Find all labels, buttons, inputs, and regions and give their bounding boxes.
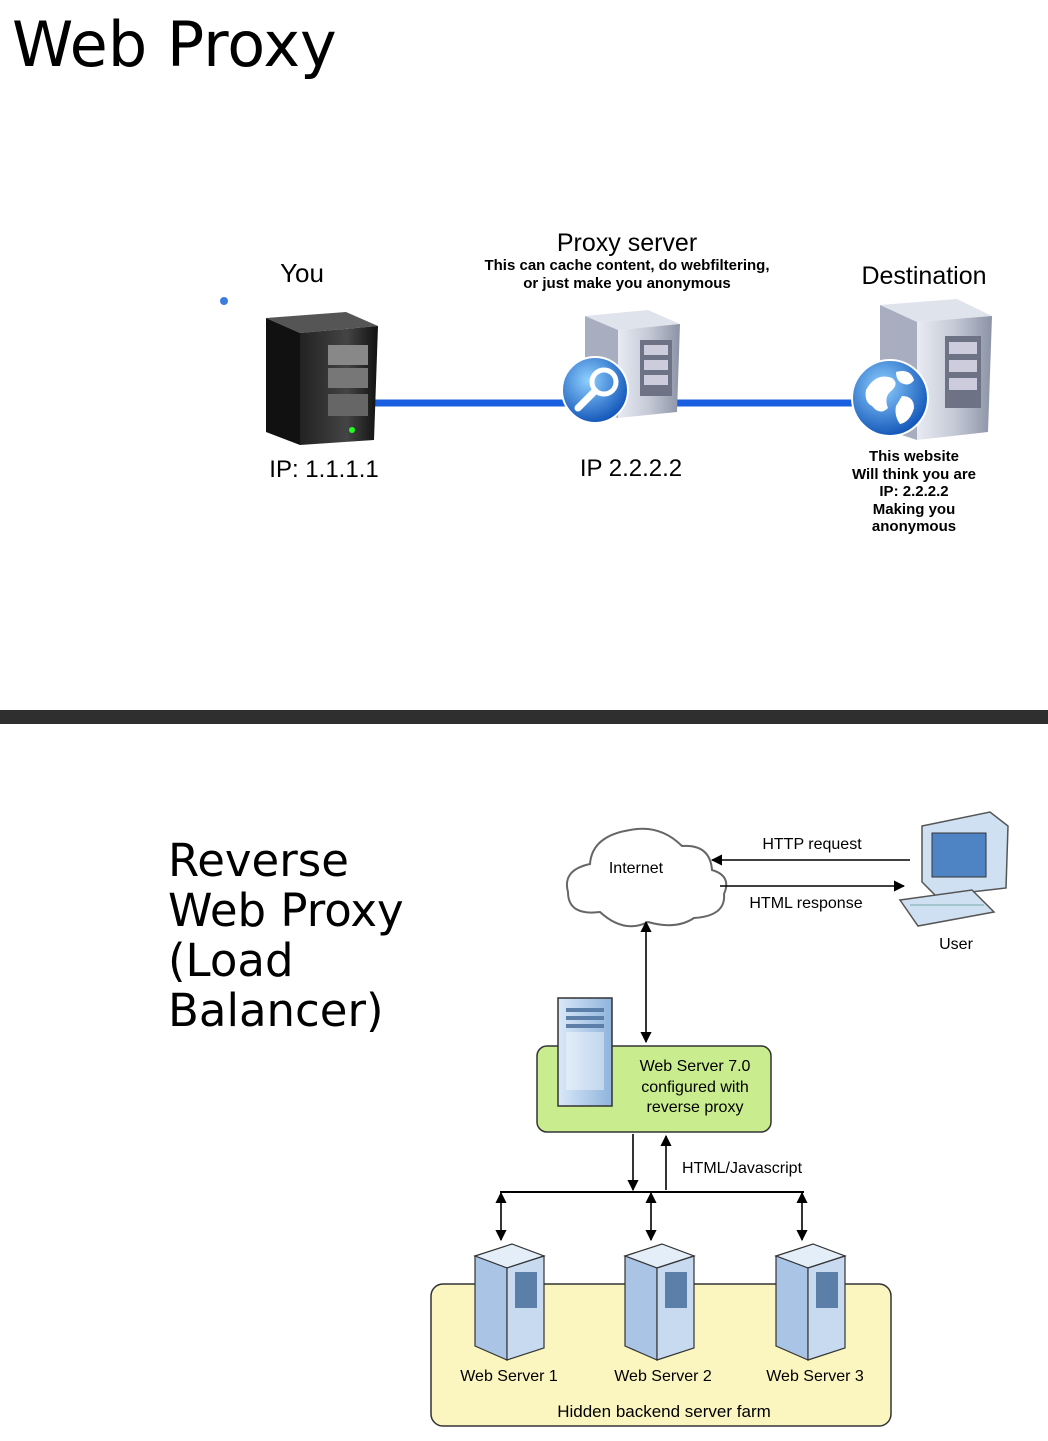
- you-ip-label: IP: 1.1.1.1: [269, 456, 379, 483]
- reverse-proxy-title: Reverse Web Proxy (Load Balancer): [168, 836, 404, 1036]
- bullet-dot: [220, 297, 228, 305]
- web-server-1-icon: [473, 1243, 546, 1361]
- destination-note-line: Making you: [872, 500, 956, 518]
- destination-label: Destination: [861, 262, 987, 290]
- backend-farm-label: Hidden backend server farm: [557, 1402, 771, 1421]
- web-server-1-label: Web Server 1: [460, 1368, 558, 1385]
- destination-note-line: This website: [868, 448, 960, 465]
- proxy-ip-label: IP 2.2.2.2: [579, 455, 683, 482]
- internet-cloud-icon: [566, 827, 728, 928]
- proxy-server-label: Proxy server: [556, 229, 698, 257]
- web-server-3-icon: [774, 1243, 847, 1361]
- proxy-box-line: configured with: [641, 1078, 749, 1096]
- web-server-2-icon: [623, 1243, 696, 1361]
- slide-divider: [0, 710, 1048, 724]
- magnifier-icon: [561, 356, 629, 424]
- proxy-box-text: Web Server 7.0 configured with reverse p…: [616, 1057, 774, 1119]
- html-response-label: HTML response: [749, 895, 863, 912]
- proxy-box-line: Web Server 7.0: [639, 1058, 751, 1075]
- proxy-description-line2: or just make you anonymous: [523, 275, 731, 292]
- proxy-box-line: reverse proxy: [646, 1099, 744, 1116]
- you-label: You: [280, 258, 324, 288]
- globe-icon: [851, 359, 929, 437]
- proxy-description-line1: This can cache content, do webfiltering,: [484, 257, 770, 274]
- html-javascript-label: HTML/Javascript: [681, 1160, 803, 1177]
- user-computer-icon: [898, 811, 1009, 927]
- title-line: Web Proxy: [168, 884, 404, 937]
- your-computer-icon: [266, 312, 378, 445]
- destination-note-line: Will think you are: [851, 465, 977, 483]
- user-label: User: [939, 936, 973, 953]
- title-line: Reverse: [168, 834, 349, 887]
- internet-label: Internet: [608, 860, 664, 877]
- web-server-2-label: Web Server 2: [614, 1368, 712, 1385]
- web-server-3-label: Web Server 3: [766, 1368, 864, 1385]
- destination-note-line: anonymous: [871, 518, 957, 535]
- proxy-diagram: [220, 297, 992, 445]
- destination-note: This website Will think you are IP: 2.2.…: [824, 448, 1004, 536]
- proxy-server-tower-icon: [557, 997, 613, 1107]
- title-line: Balancer): [168, 984, 384, 1037]
- title-line: (Load: [168, 934, 294, 987]
- http-request-label: HTTP request: [762, 836, 862, 853]
- destination-note-line: IP: 2.2.2.2: [879, 483, 949, 500]
- slide-title: Web Proxy: [12, 8, 337, 81]
